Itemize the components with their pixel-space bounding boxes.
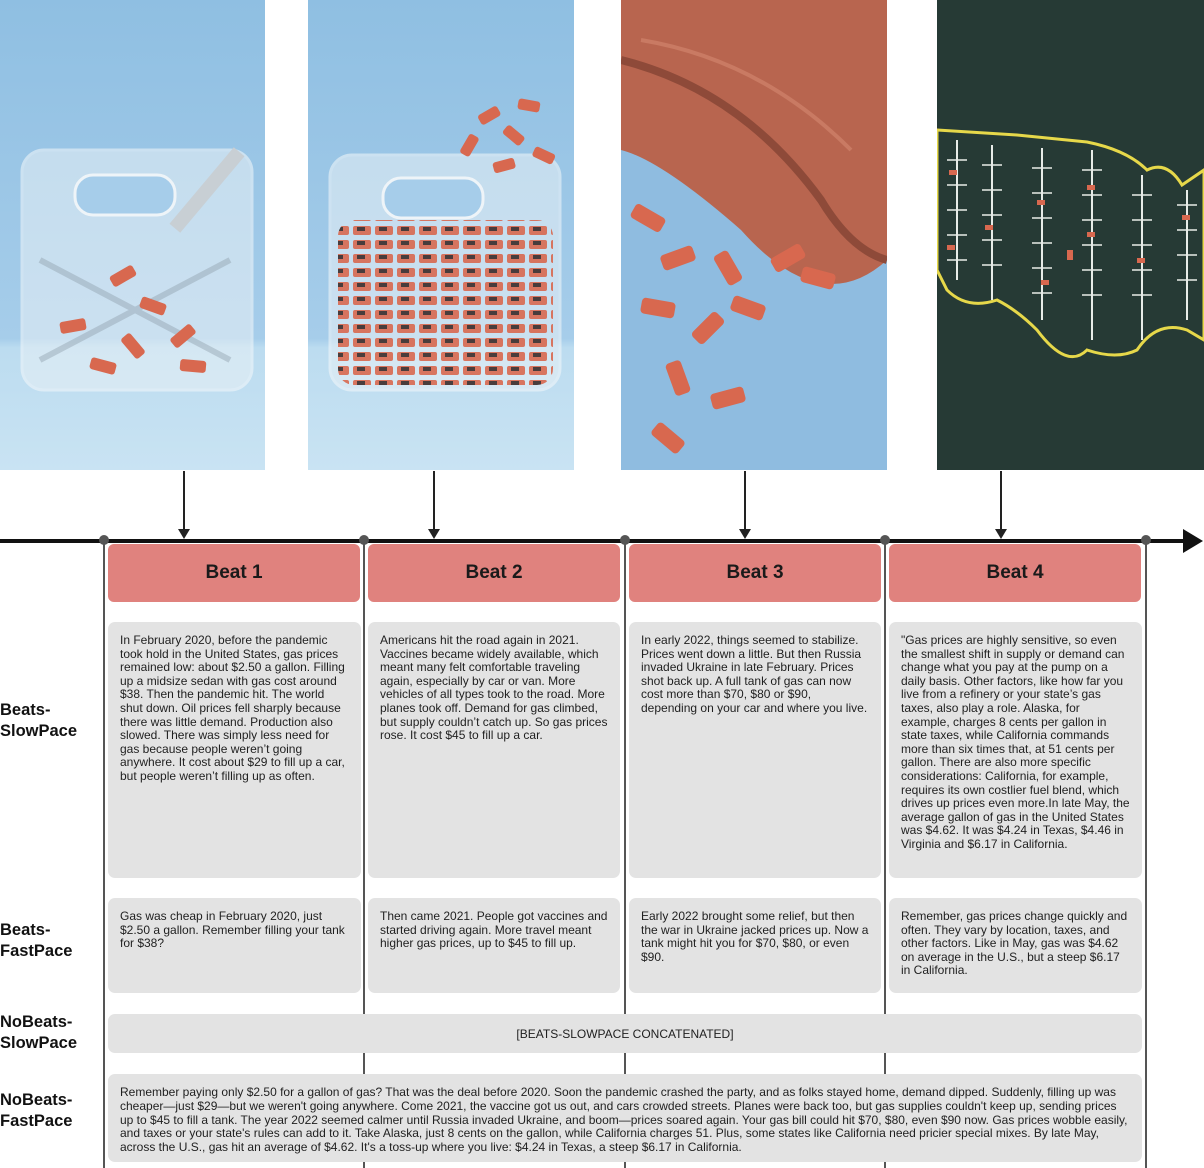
beat-2-fastpace-text: Then came 2021. People got vaccines and … (368, 898, 620, 993)
beat-3-slowpace-text: In early 2022, things seemed to stabiliz… (629, 622, 881, 878)
timeline-arrowhead (1183, 529, 1203, 553)
beat-2-slowpace-text: Americans hit the road again in 2021. Va… (368, 622, 620, 878)
beat-2-header: Beat 2 (368, 544, 620, 602)
timeline-tick (880, 535, 890, 545)
timeline-tick (1141, 535, 1151, 545)
timeline-tick (359, 535, 369, 545)
beat-4-header: Beat 4 (889, 544, 1141, 602)
beat-3-fastpace-text: Early 2022 brought some relief, but then… (629, 898, 881, 993)
beat-1-slowpace-text: In February 2020, before the pandemic to… (108, 622, 361, 878)
nobeats-fastpace-text: Remember paying only $2.50 for a gallon … (108, 1074, 1142, 1162)
column-divider (624, 540, 626, 1168)
nobeats-slowpace-text: [BEATS-SLOWPACE CONCATENATED] (516, 1026, 734, 1041)
beat-1-image (0, 0, 265, 470)
row-label-nobeats-slowpace: NoBeats- SlowPace (0, 1013, 78, 1052)
beat-1-header: Beat 1 (108, 544, 360, 602)
column-divider (103, 540, 105, 1168)
timeline-tick (620, 535, 630, 545)
beat-3-header: Beat 3 (629, 544, 881, 602)
row-label-beats-fastpace: Beats- FastPace (0, 921, 73, 960)
column-divider (884, 540, 886, 1168)
beat-2-image (308, 0, 574, 470)
beat-3-image (621, 0, 887, 470)
row-label-beats-slowpace: Beats- SlowPace (0, 701, 78, 740)
beat-1-fastpace-text: Gas was cheap in February 2020, just $2.… (108, 898, 361, 993)
image-to-beat-4-arrow (995, 471, 1007, 539)
timeline-tick (99, 535, 109, 545)
row-label-nobeats-fastpace: NoBeats- FastPace (0, 1091, 73, 1130)
column-divider (1145, 540, 1147, 1168)
timeline-axis (0, 539, 1186, 543)
column-divider (363, 540, 365, 1168)
beat-4-image (937, 0, 1204, 470)
beat-4-slowpace-text: "Gas prices are highly sensitive, so eve… (889, 622, 1142, 878)
image-to-beat-2-arrow (428, 471, 440, 539)
nobeats-slowpace-box: [BEATS-SLOWPACE CONCATENATED] (108, 1014, 1142, 1053)
image-to-beat-3-arrow (739, 471, 751, 539)
image-to-beat-1-arrow (178, 471, 190, 539)
beat-4-fastpace-text: Remember, gas prices change quickly and … (889, 898, 1142, 993)
